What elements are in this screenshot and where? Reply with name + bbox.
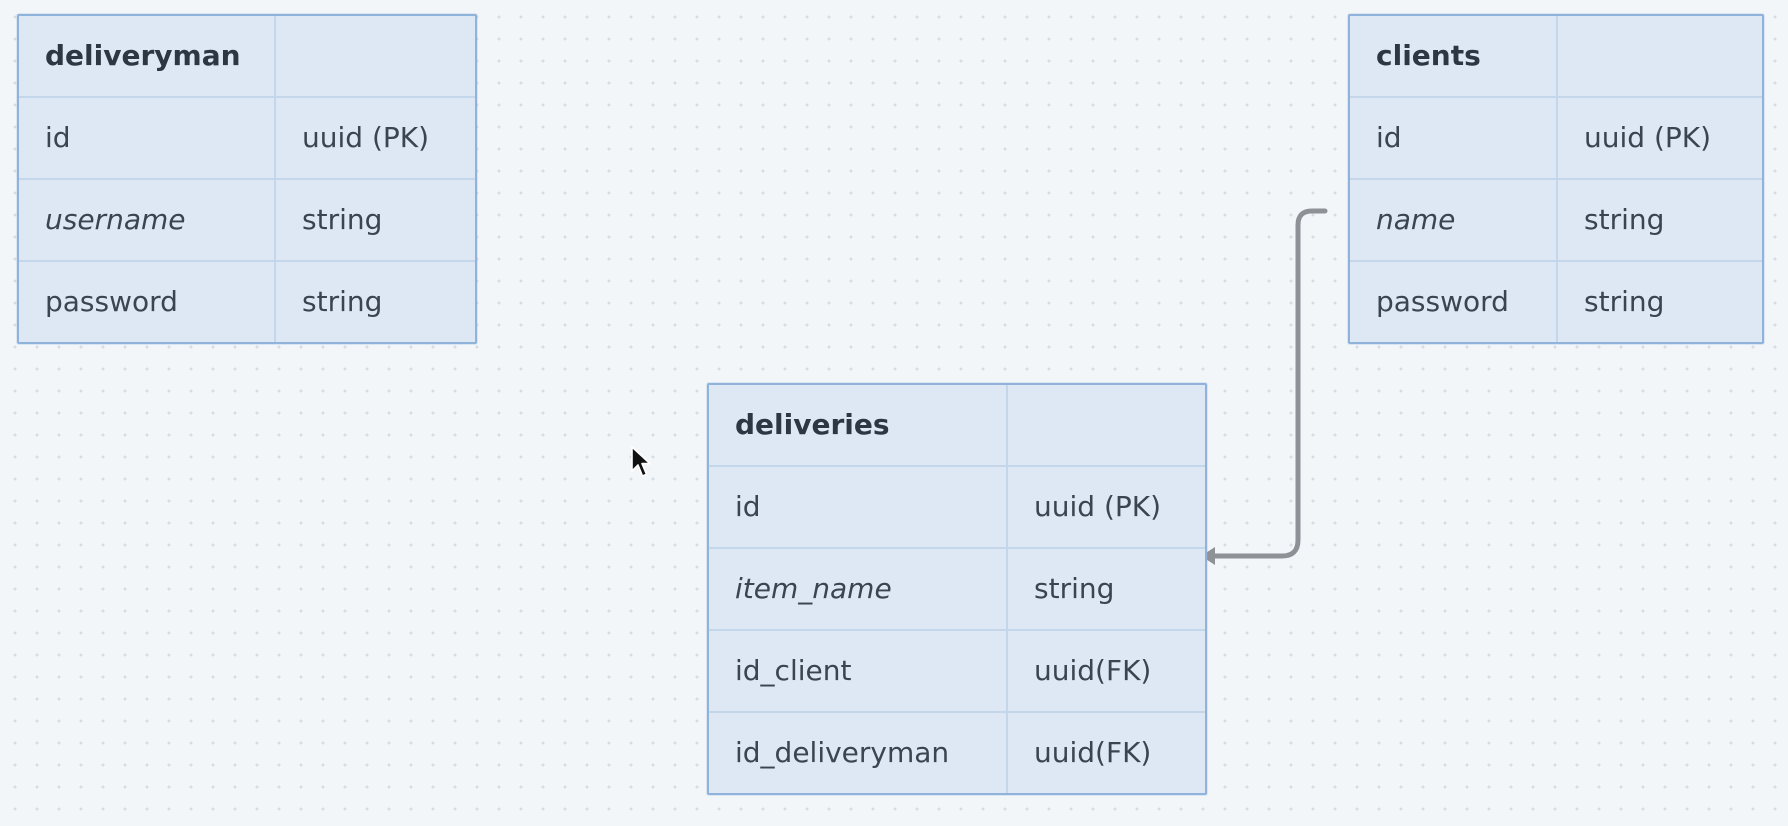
field-type: string — [1007, 548, 1205, 631]
entity-deliveryman[interactable]: deliveryman id uuid (PK) username string… — [17, 14, 477, 344]
field-name: id — [709, 466, 1008, 549]
field-name: id — [19, 97, 276, 180]
entity-title[interactable]: deliveryman — [19, 16, 276, 98]
table-row[interactable]: id_client uuid(FK) — [709, 630, 1205, 713]
field-type: string — [1584, 285, 1665, 318]
field-name: id — [1350, 97, 1558, 180]
table-row[interactable]: id uuid (PK) — [1350, 97, 1762, 180]
field-type: uuid(FK) — [1034, 736, 1152, 769]
table-row[interactable]: id uuid (PK) — [19, 97, 475, 180]
entity-deliveryman-table: deliveryman id uuid (PK) username string… — [19, 16, 475, 342]
entity-deliveries[interactable]: deliveries id uuid (PK) item_name string… — [707, 383, 1207, 795]
field-type: string — [1557, 179, 1762, 262]
table-row[interactable]: id_deliveryman uuid(FK) — [709, 712, 1205, 793]
entity-header: clients — [1350, 16, 1762, 98]
field-type: uuid (PK) — [1007, 466, 1205, 549]
entity-title[interactable]: deliveries — [709, 385, 1008, 467]
field-type: string — [275, 179, 475, 262]
field-name: password — [19, 261, 276, 342]
field-type: uuid (PK) — [275, 97, 475, 180]
entity-header-empty-cell — [1557, 16, 1762, 98]
field-type: uuid(FK) — [1007, 630, 1205, 713]
field-name: password — [1350, 261, 1558, 342]
entity-header-empty-cell — [275, 16, 475, 98]
field-name: id_deliveryman — [709, 712, 1008, 793]
table-row[interactable]: password string — [1350, 261, 1762, 342]
connector-clients-deliveries[interactable] — [1211, 208, 1328, 559]
table-row[interactable]: username string — [19, 179, 475, 262]
entity-title[interactable]: clients — [1350, 16, 1558, 98]
entity-header: deliveries — [709, 385, 1205, 467]
field-type: uuid (PK) — [1557, 97, 1762, 180]
entity-clients-table: clients id uuid (PK) name string passwor… — [1350, 16, 1762, 342]
entity-deliveries-table: deliveries id uuid (PK) item_name string… — [709, 385, 1205, 793]
field-type: string — [302, 285, 383, 318]
table-row[interactable]: password string — [19, 261, 475, 342]
entity-clients[interactable]: clients id uuid (PK) name string passwor… — [1348, 14, 1764, 344]
field-name: username — [19, 179, 276, 262]
field-name: item_name — [709, 548, 1008, 631]
table-row[interactable]: id uuid (PK) — [709, 466, 1205, 549]
mouse-pointer-icon — [631, 446, 651, 477]
field-name: id_client — [709, 630, 1008, 713]
table-row[interactable]: item_name string — [709, 548, 1205, 631]
entity-header-empty-cell — [1007, 385, 1205, 467]
field-name: name — [1350, 179, 1558, 262]
table-row[interactable]: name string — [1350, 179, 1762, 262]
entity-header: deliveryman — [19, 16, 475, 98]
